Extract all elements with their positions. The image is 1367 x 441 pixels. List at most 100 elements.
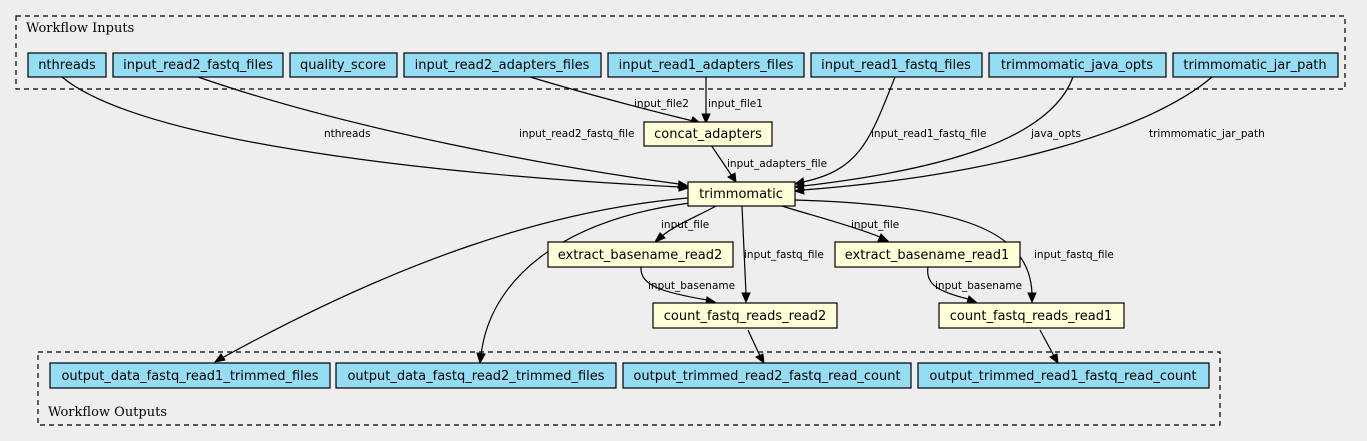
arrowhead [755,353,765,365]
edge-concat-to-trimmomatic [710,144,733,177]
edge-nthreads-to-trimmomatic [61,76,681,188]
node-count-fastq-reads-read2: count_fastq_reads_read2 [652,302,838,329]
edge-count-read1-to-output [1039,329,1055,357]
node-count-fastq-reads-read2-box [652,302,838,329]
input-nodes: nthreads input_read2_fastq_files quality… [27,52,1339,78]
node-nthreads-label: nthreads [38,58,96,73]
edge-label-input-fastq-file-left: input_fastq_file [744,249,824,261]
edge-label-input-read2-fastq-file: input_read2_fastq_file [519,128,634,140]
node-trimmomatic-box [687,181,796,207]
workflow-outputs-border [37,351,1221,426]
edge-label-input-fastq-file-right: input_fastq_file [1034,249,1114,261]
node-input-read2-fastq-files-label: input_read2_fastq_files [123,58,273,73]
arrowhead [793,186,805,195]
arrowhead [476,352,486,365]
node-trimmomatic-java-opts-label: trimmomatic_java_opts [1001,58,1153,73]
node-output-data-fastq-read1-trimmed-files-box [49,362,331,389]
node-input-read2-fastq-files-box [112,52,284,78]
node-trimmomatic-jar-path-box [1172,52,1339,78]
arrowhead [213,353,226,363]
edge-trimmomatic-to-extract-read1 [781,205,881,238]
node-input-read2-adapters-files-box [403,52,602,78]
node-nthreads-box [27,52,107,78]
edge-trimmomatic-to-output-read2-trimmed [480,202,691,356]
edge-count-read2-to-output [747,329,761,357]
edge-trimmomatic-to-count-read1 [794,199,1033,295]
node-input-read2-adapters-files: input_read2_adapters_files [403,52,602,78]
arrowhead [741,292,751,304]
edge-read2-fastq-to-trimmomatic [197,76,680,185]
edge-trimmomatic-to-output-read1-trimmed [221,197,689,359]
node-concat-adapters: concat_adapters [643,121,773,147]
node-input-read1-adapters-files-label: input_read1_adapters_files [619,58,794,73]
edge-java-opts-to-trimmomatic [802,76,1074,187]
arrowhead [727,172,737,183]
node-output-trimmed-read2-fastq-read-count-box [622,362,912,389]
workflow-inputs-border [15,15,1346,90]
node-output-trimmed-read1-fastq-read-count-label: output_trimmed_read1_fastq_read_count [929,369,1196,384]
node-trimmomatic-java-opts: trimmomatic_java_opts [988,52,1167,78]
edge-label-trimmomatic-jar-path: trimmomatic_jar_path [1149,128,1265,140]
node-count-fastq-reads-read1-label: count_fastq_reads_read1 [950,309,1112,324]
node-trimmomatic: trimmomatic [687,181,796,207]
node-output-trimmed-read2-fastq-read-count: output_trimmed_read2_fastq_read_count [622,362,912,389]
node-extract-basename-read1-label: extract_basename_read1 [845,248,1010,263]
workflow-inputs-label: Workflow Inputs [26,21,134,36]
node-nthreads: nthreads [27,52,107,78]
workflow-inputs-cluster: Workflow Inputs [15,15,1346,90]
edge-read1-fastq-to-trimmomatic [802,76,896,183]
arrowhead [877,233,890,242]
node-count-fastq-reads-read2-label: count_fastq_reads_read2 [664,309,826,324]
edge-label-nthreads: nthreads [324,128,371,140]
edge-labels: input_file2 input_file1 nthreads input_r… [324,98,1265,292]
edge-label-input-adapters-file: input_adapters_file [727,158,827,170]
node-output-data-fastq-read1-trimmed-files-label: output_data_fastq_read1_trimmed_files [61,369,318,384]
workflow-outputs-cluster: Workflow Outputs [37,351,1221,426]
node-output-trimmed-read1-fastq-read-count: output_trimmed_read1_fastq_read_count [917,362,1210,389]
node-output-data-fastq-read2-trimmed-files-box [335,362,617,389]
node-extract-basename-read2-box [547,241,734,268]
edge-label-input-file2: input_file2 [634,98,689,110]
node-trimmomatic-label: trimmomatic [699,187,783,202]
node-input-read2-adapters-files-label: input_read2_adapters_files [415,58,590,73]
node-extract-basename-read1: extract_basename_read1 [834,241,1021,268]
node-trimmomatic-jar-path: trimmomatic_jar_path [1172,52,1339,78]
node-output-data-fastq-read1-trimmed-files: output_data_fastq_read1_trimmed_files [49,362,331,389]
node-trimmomatic-java-opts-box [988,52,1167,78]
node-input-read1-adapters-files-box [607,52,805,78]
edge-label-input-basename-left: input_basename [648,280,735,292]
arrowhead [1049,353,1059,365]
edge-extract-read2-to-count-read2 [640,266,708,301]
node-count-fastq-reads-read1-box [938,302,1125,329]
arrowhead [701,113,711,125]
node-extract-basename-read2-label: extract_basename_read2 [558,248,723,263]
edge-trimmomatic-to-count-read2 [741,205,747,295]
node-quality-score-box [289,52,398,78]
edge-label-input-file-right: input_file [851,219,899,231]
arrowhead [653,232,666,243]
node-extract-basename-read1-box [834,241,1021,268]
node-input-read1-fastq-files: input_read1_fastq_files [810,52,983,78]
edge-label-input-file-left: input_file [661,219,709,231]
node-count-fastq-reads-read1: count_fastq_reads_read1 [938,302,1125,329]
node-concat-adapters-label: concat_adapters [654,127,762,142]
edge-label-input-read1-fastq-file: input_read1_fastq_file [871,128,986,140]
edge-label-input-file1: input_file1 [708,98,763,110]
node-trimmomatic-jar-path-label: trimmomatic_jar_path [1183,58,1326,73]
node-input-read1-adapters-files: input_read1_adapters_files [607,52,805,78]
edge-label-java-opts: java_opts [1030,128,1081,140]
arrowhead [1027,292,1037,304]
edge-trimmomatic-to-extract-read2 [661,205,717,237]
node-concat-adapters-box [643,121,773,147]
node-output-data-fastq-read2-trimmed-files-label: output_data_fastq_read2_trimmed_files [347,369,604,384]
node-quality-score-label: quality_score [300,58,386,73]
node-quality-score: quality_score [289,52,398,78]
output-nodes: output_data_fastq_read1_trimmed_files ou… [49,362,1210,389]
node-output-trimmed-read1-fastq-read-count-box [917,362,1210,389]
node-output-trimmed-read2-fastq-read-count-label: output_trimmed_read2_fastq_read_count [633,369,900,384]
node-input-read1-fastq-files-box [810,52,983,78]
node-extract-basename-read2: extract_basename_read2 [547,241,734,268]
edge-jar-path-to-trimmomatic [802,76,1213,191]
node-input-read1-fastq-files-label: input_read1_fastq_files [821,58,971,73]
